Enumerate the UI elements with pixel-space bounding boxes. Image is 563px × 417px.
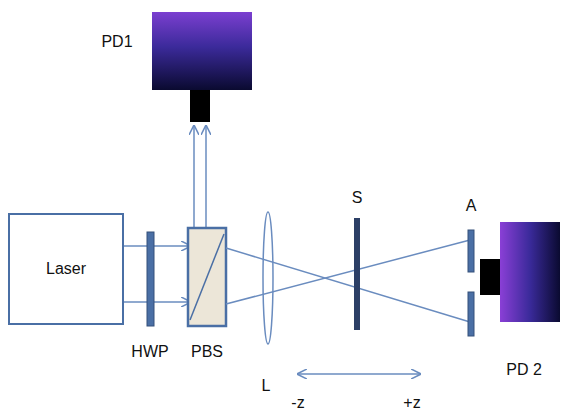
laser-beam: [124, 245, 190, 247]
detector-body: [152, 12, 252, 90]
detector-window: [480, 259, 500, 295]
half-wave-plate: [147, 232, 154, 326]
part-label: PD1: [101, 33, 132, 51]
splitter-diagonal: [190, 234, 224, 320]
detector-body: [500, 222, 560, 322]
detector-window: [190, 90, 210, 122]
part-label: HWP: [131, 343, 168, 361]
reflected-beam: [205, 126, 207, 232]
aperture-blade: [468, 292, 474, 336]
part-label: +z: [403, 394, 420, 412]
lens: [263, 212, 273, 344]
aperture-blade: [468, 230, 474, 272]
node-label: Laser: [46, 260, 86, 278]
part-label: -z: [291, 394, 304, 412]
part-label: PD 2: [506, 361, 542, 379]
laser-beam: [124, 301, 190, 303]
laser-box: Laser: [8, 213, 124, 325]
beam-splitter: [188, 228, 226, 326]
part-label: A: [466, 197, 477, 215]
part-label: S: [352, 189, 363, 207]
part-label: L: [262, 377, 271, 395]
translation-arrow: [298, 373, 420, 375]
sample: [354, 218, 360, 330]
part-label: PBS: [191, 343, 223, 361]
